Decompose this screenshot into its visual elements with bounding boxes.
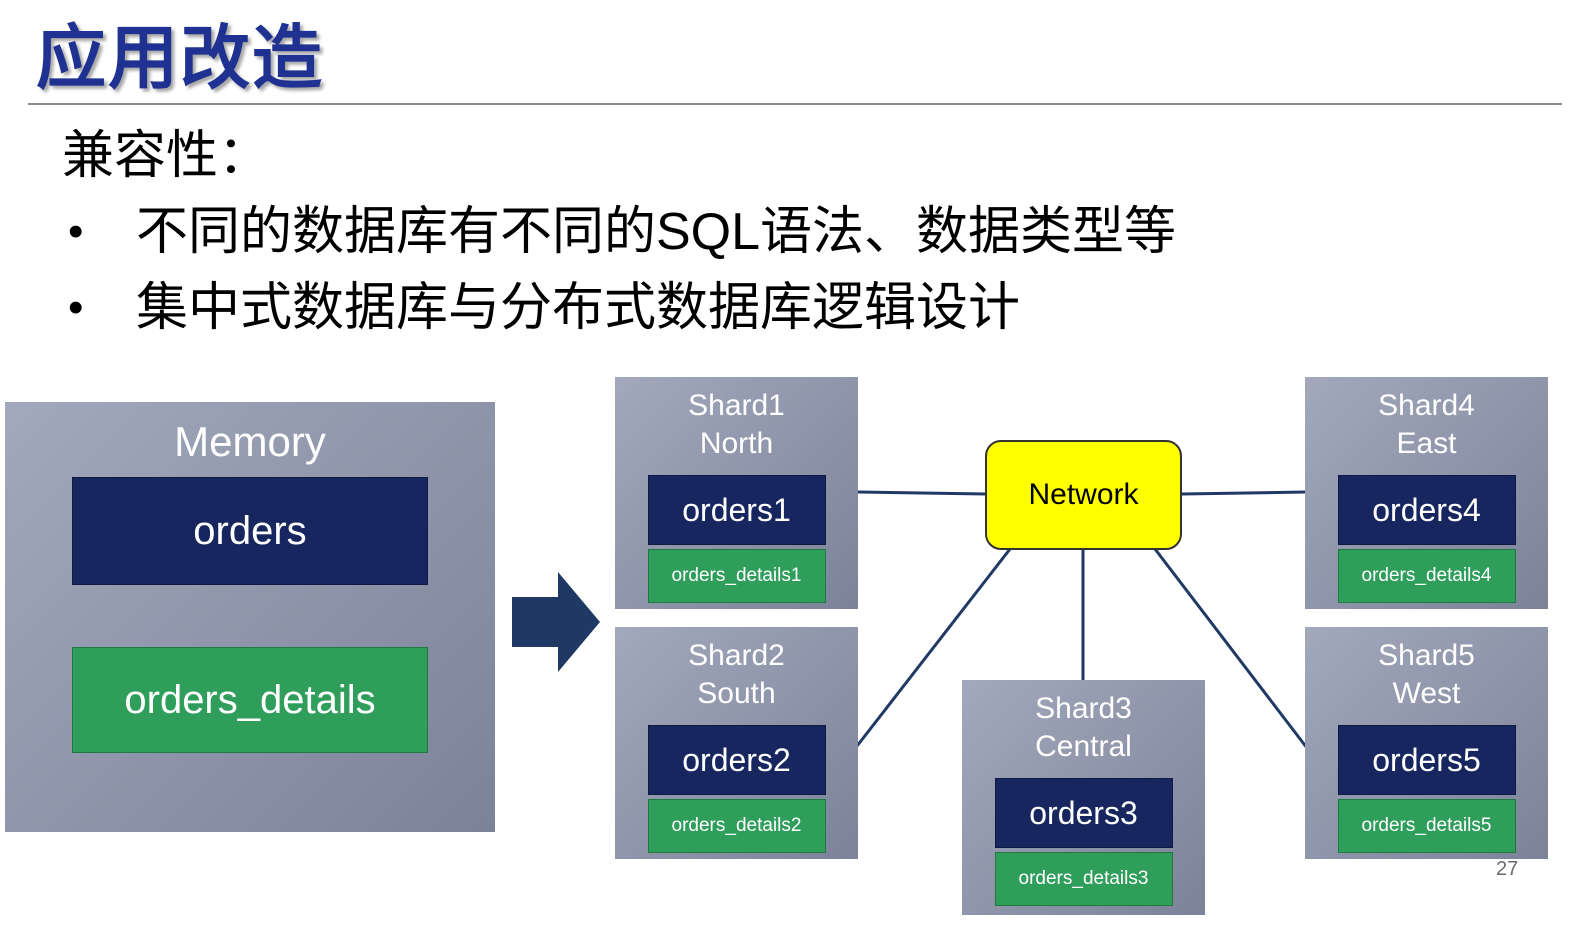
shard3-name: Shard3 — [1035, 692, 1132, 725]
transform-arrow-icon — [512, 572, 600, 672]
shard1-region: North — [699, 427, 774, 460]
shard4-details-table: orders_details4 — [1337, 549, 1516, 603]
shard5-details-table: orders_details5 — [1337, 799, 1516, 853]
title-divider — [28, 103, 1562, 105]
shard2-region: South — [697, 677, 776, 710]
shard4-name: Shard4 — [1378, 389, 1475, 422]
connector-line-shard1 — [857, 490, 987, 496]
shard3-orders-table: orders3 — [994, 778, 1173, 848]
shard1-name: Shard1 — [688, 389, 785, 422]
shard3-region: Central — [1035, 730, 1132, 763]
slide-body: 兼容性： 不同的数据库有不同的SQL语法、数据类型等 集中式数据库与分布式数据库… — [62, 118, 1176, 346]
memory-label: Memory — [174, 418, 326, 465]
bullet-item-2: 集中式数据库与分布式数据库逻辑设计 — [62, 270, 1176, 346]
bullet-item-1: 不同的数据库有不同的SQL语法、数据类型等 — [62, 194, 1176, 270]
shard2-panel: Shard2 South orders2 orders_details2 — [615, 627, 858, 859]
shard1-details-table: orders_details1 — [647, 549, 826, 603]
shard4-orders-table: orders4 — [1337, 475, 1516, 545]
shard5-name: Shard5 — [1378, 639, 1475, 672]
shard5-region: West — [1392, 677, 1461, 710]
shard4-region: East — [1396, 427, 1457, 460]
slide-title: 应用改造 — [36, 19, 324, 97]
orders-table: orders — [72, 477, 428, 585]
shard4-panel: Shard4 East orders4 orders_details4 — [1305, 377, 1548, 609]
shard2-details-table: orders_details2 — [647, 799, 826, 853]
shard5-orders-table: orders5 — [1337, 725, 1516, 795]
shard2-orders-table: orders2 — [647, 725, 826, 795]
page-number: 27 — [1496, 858, 1519, 880]
shard2-name: Shard2 — [688, 639, 785, 672]
shard1-orders-table: orders1 — [647, 475, 826, 545]
shard3-panel: Shard3 Central orders3 orders_details3 — [962, 680, 1205, 915]
compatibility-heading: 兼容性： — [62, 127, 271, 185]
memory-panel: Memory orders orders_details — [5, 402, 495, 832]
orders-details-table: orders_details — [72, 647, 428, 753]
network-node: Network — [985, 440, 1182, 550]
connector-line-shard4 — [1181, 490, 1307, 496]
shard1-panel: Shard1 North orders1 orders_details1 — [615, 377, 858, 609]
shard5-panel: Shard5 West orders5 orders_details5 — [1305, 627, 1548, 859]
shard3-details-table: orders_details3 — [994, 852, 1173, 906]
